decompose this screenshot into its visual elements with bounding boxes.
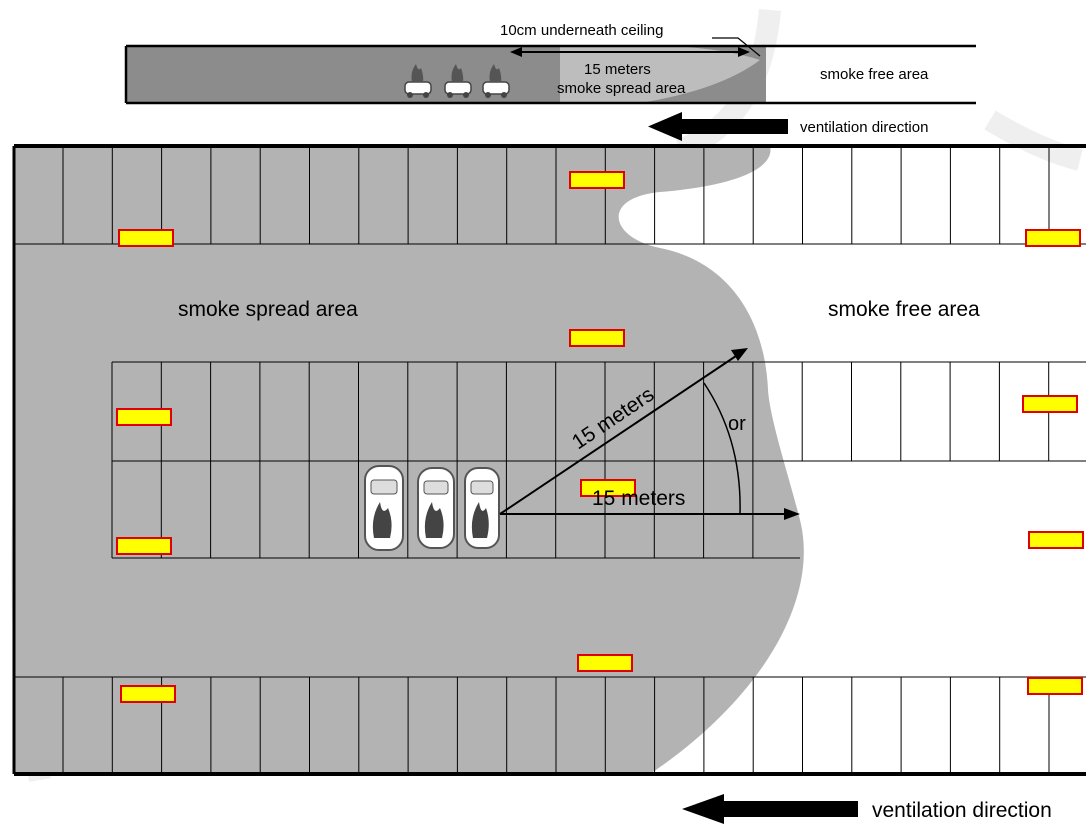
burning-cars (364, 465, 500, 551)
parking-grid (14, 146, 1086, 774)
plan-smoke-free-label: smoke free area (828, 298, 980, 321)
plan-ventilation-label: ventilation direction (872, 799, 1052, 822)
smoke-detectors (116, 171, 1084, 703)
distance-arrows (499, 348, 800, 520)
section-smoke-edge (560, 46, 760, 103)
smoke-detector (580, 479, 636, 497)
smoke-detector (577, 654, 633, 672)
smoke-detector (569, 329, 625, 347)
section-burning-cars (404, 64, 510, 98)
smoke-detector (120, 685, 176, 703)
plan-view: smoke spread area smoke free area 15 met… (12, 144, 1086, 824)
section-ventilation-label: ventilation direction (800, 119, 928, 136)
section-view: 10cm underneath ceiling 15 meters smoke … (124, 22, 976, 141)
plan-smoke-spread-label: smoke spread area (178, 298, 358, 321)
plan-smoke-area (14, 146, 804, 774)
smoke-detector (116, 408, 172, 426)
section-smoke-spread-label: smoke spread area (557, 80, 686, 97)
smoke-detector (118, 229, 174, 247)
smoke-detector (569, 171, 625, 189)
horizontal-distance-label: 15 meters (592, 487, 685, 510)
smoke-detector (1027, 677, 1083, 695)
section-distance-label: 15 meters (584, 61, 651, 78)
or-label: or (728, 413, 746, 435)
section-ventilation-arrow-icon (648, 112, 788, 141)
plan-ventilation-arrow-icon (682, 794, 858, 824)
ceiling-leader (712, 37, 761, 57)
smoke-detector (1022, 395, 1078, 413)
section-distance-arrow (510, 47, 750, 57)
smoke-detector (1025, 229, 1081, 247)
section-smoke-free-label: smoke free area (820, 66, 929, 83)
ceiling-label: 10cm underneath ceiling (500, 22, 663, 39)
smoke-detector (1028, 531, 1084, 549)
smoke-detector (116, 537, 172, 555)
